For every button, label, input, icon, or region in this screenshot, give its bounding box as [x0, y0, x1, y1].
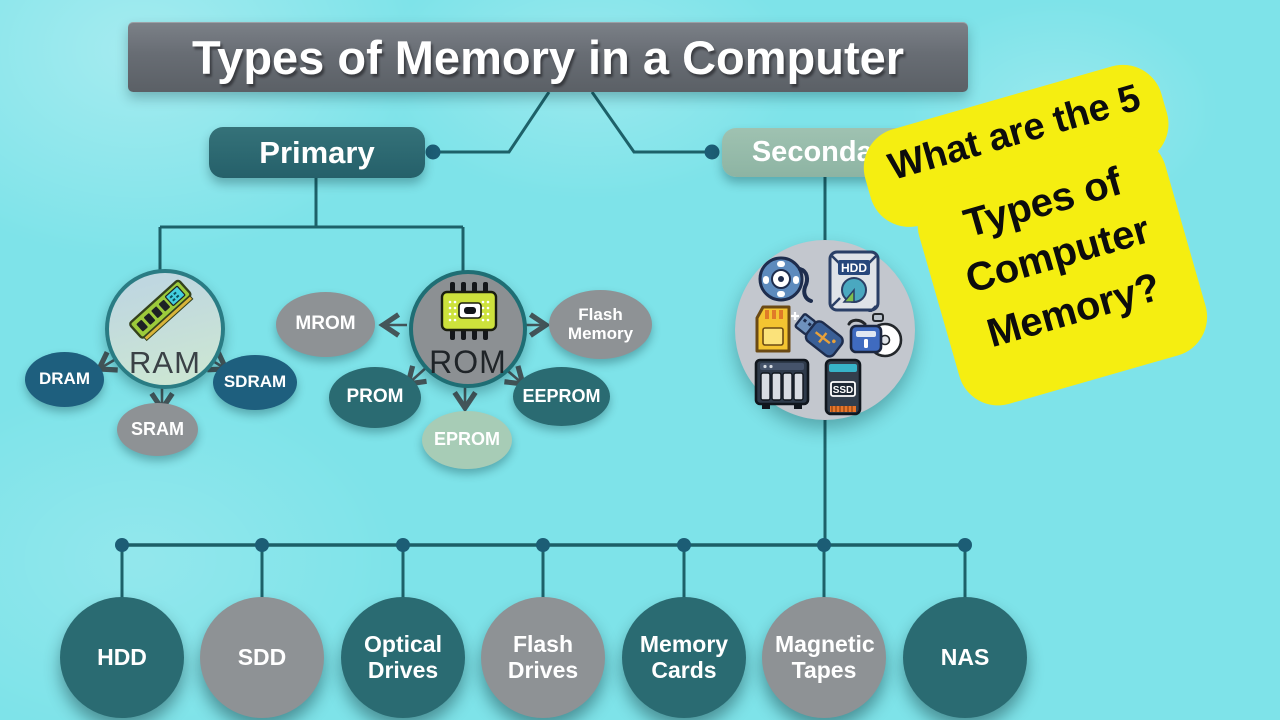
sdram-node: SDRAM: [213, 355, 297, 410]
flash-memory-node: Flash Memory: [549, 290, 652, 359]
hdd-icon: HDD: [828, 250, 880, 312]
memory-cards-circle-label: Memory Cards: [639, 630, 729, 683]
eeprom-node: EEPROM: [513, 367, 610, 426]
nas-server-icon: [754, 358, 810, 409]
mrom-node: MROM: [276, 292, 375, 357]
secondary-type-sdd: SDD: [200, 597, 324, 718]
dram-label: DRAM: [39, 369, 90, 389]
sdram-label: SDRAM: [223, 372, 287, 392]
diagram-title: Types of Memory in a Computer: [191, 30, 905, 84]
tape-reel-icon: [758, 256, 813, 303]
dram-node: DRAM: [25, 352, 104, 407]
diagram-title-bar: Types of Memory in a Computer: [128, 22, 968, 92]
ram-stick-icon: [129, 279, 194, 342]
prom-label: PROM: [346, 386, 404, 408]
magnetic-tapes-circle-label: Magnetic Tapes: [775, 630, 875, 683]
eprom-node: EPROM: [422, 411, 512, 469]
usb-flash-drive-icon: [791, 312, 844, 358]
primary-branch-node: Primary: [209, 127, 425, 178]
ram-label: RAM: [129, 345, 201, 380]
prom-node: PROM: [329, 367, 421, 428]
secondary-type-flash-drives: Flash Drives: [481, 597, 605, 718]
external-drive-disc-icon: [847, 313, 903, 358]
secondary-type-nas: NAS: [903, 597, 1027, 718]
secondary-type-hdd: HDD: [60, 597, 184, 718]
eeprom-label: EEPROM: [522, 385, 601, 406]
eprom-label: EPROM: [433, 429, 500, 450]
ssd-icon: SSD: [824, 358, 862, 416]
svg-text:SSD: SSD: [833, 385, 854, 396]
sd-card-icon: [755, 305, 791, 353]
rom-label: ROM: [429, 344, 507, 380]
flash-memory-label: Flash Memory: [567, 305, 634, 343]
sram-label: SRAM: [131, 418, 184, 439]
nas-circle-label: NAS: [940, 643, 990, 670]
ram-node: RAM: [105, 269, 225, 389]
hdd-circle-label: HDD: [97, 643, 147, 670]
sdd-circle-label: SDD: [237, 643, 287, 670]
secondary-type-optical-drives: Optical Drives: [341, 597, 465, 718]
sram-node: SRAM: [117, 403, 198, 456]
secondary-type-magnetic-tapes: Magnetic Tapes: [762, 597, 886, 718]
mrom-label: MROM: [295, 313, 356, 335]
secondary-devices-cluster: HDD: [735, 240, 915, 420]
svg-text:HDD: HDD: [841, 261, 867, 275]
flash-drives-circle-label: Flash Drives: [507, 630, 579, 683]
secondary-type-memory-cards: Memory Cards: [622, 597, 746, 718]
primary-branch-label: Primary: [259, 134, 375, 170]
rom-node: ROM: [409, 270, 527, 388]
rom-chip-icon: [440, 282, 498, 340]
optical-drives-circle-label: Optical Drives: [364, 630, 442, 683]
